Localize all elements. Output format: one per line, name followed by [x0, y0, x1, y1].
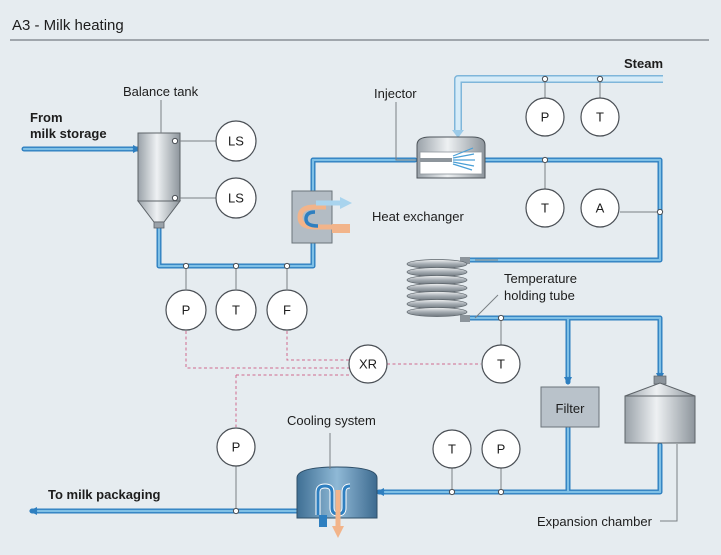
instrument-lines: [160, 79, 678, 522]
expansion-chamber: [624, 375, 696, 444]
instrument-t-injector-label: T: [541, 201, 549, 216]
cooling-system: [296, 466, 378, 538]
holding-tube-label-line1: Temperature: [504, 271, 577, 286]
instrument-t-steam-label: T: [596, 110, 604, 125]
signal-lines: [185, 331, 481, 427]
heat-exchanger-label: Heat exchanger: [372, 209, 464, 224]
instrument-xr-label: XR: [359, 357, 377, 372]
product-pipes: [21, 145, 664, 515]
instrument-p-cooling: P: [216, 427, 256, 467]
cooling-system-label: Cooling system: [287, 413, 376, 428]
instrument-p-return: P: [481, 429, 521, 469]
instrument-ls-top: LS: [215, 120, 257, 162]
instrument-t-balance: T: [215, 289, 257, 331]
instrument-ls-bottom-label: LS: [228, 191, 244, 206]
instrument-t-holding: T: [481, 344, 521, 384]
instrument-t-return-label: T: [448, 442, 456, 457]
balance-tank-label: Balance tank: [123, 84, 199, 99]
instrument-p-steam: P: [525, 97, 565, 137]
injector-label: Injector: [374, 86, 417, 101]
instrument-a-injector-label: A: [596, 201, 605, 216]
heat-exchanger: [291, 190, 352, 244]
instrument-a-injector: A: [580, 188, 620, 228]
balance-tank: [136, 132, 182, 229]
instrument-t-balance-label: T: [232, 303, 240, 318]
instrument-ls-bottom: LS: [215, 177, 257, 219]
instrument-p-return-label: P: [497, 442, 506, 457]
instrument-f-balance: F: [266, 289, 308, 331]
page-title: A3 - Milk heating: [12, 17, 124, 34]
holding-tube-coil: [406, 257, 470, 322]
injector-vessel: [416, 136, 486, 179]
junction-dots: [171, 75, 664, 515]
instrument-t-holding-label: T: [497, 357, 505, 372]
filter-label: Filter: [556, 401, 586, 416]
instrument-f-balance-label: F: [283, 303, 291, 318]
to-milk-packaging-label: To milk packaging: [48, 487, 161, 502]
from-milk-storage-label-line1: From: [30, 110, 63, 125]
expansion-chamber-label: Expansion chamber: [537, 514, 653, 529]
instrument-p-steam-label: P: [541, 110, 550, 125]
holding-tube-label-line2: holding tube: [504, 288, 575, 303]
steam-line: [452, 75, 663, 138]
instrument-t-return: T: [432, 429, 472, 469]
instrument-p-cooling-label: P: [232, 440, 241, 455]
instrument-t-steam: T: [580, 97, 620, 137]
instrument-t-injector: T: [525, 188, 565, 228]
steam-label: Steam: [624, 56, 663, 71]
instrument-ls-top-label: LS: [228, 134, 244, 149]
instrument-xr: XR: [348, 344, 388, 384]
instrument-p-balance-label: P: [182, 303, 191, 318]
filter-box: Filter: [540, 386, 600, 428]
instrument-p-balance: P: [165, 289, 207, 331]
from-milk-storage-label-line2: milk storage: [30, 126, 107, 141]
